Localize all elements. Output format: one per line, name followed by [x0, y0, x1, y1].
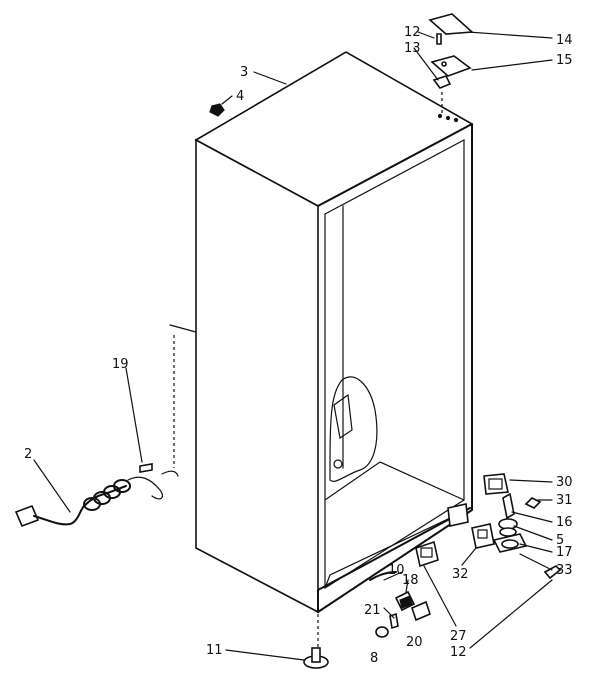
callout-3: 3	[240, 65, 248, 80]
base-rail	[317, 507, 471, 613]
callout-33: 33	[556, 563, 573, 578]
callout-19: 19	[112, 357, 129, 372]
callout-12: 12	[404, 25, 421, 40]
callout-12-bottom: 12	[450, 645, 467, 660]
callout-4: 4	[236, 89, 244, 104]
bottom-parts	[369, 540, 439, 638]
callout-32: 32	[452, 567, 469, 582]
callout-8: 8	[370, 651, 378, 666]
drain-hole	[333, 459, 343, 469]
callout-20: 20	[406, 635, 423, 650]
callout-labels: 12 13 14 15 3 4 19 2 30 31 16 5 17 33 32…	[24, 25, 573, 666]
liner-recess	[329, 376, 378, 482]
callout-15: 15	[556, 53, 573, 68]
cabinet-front-frame	[317, 123, 473, 613]
callout-31: 31	[556, 493, 573, 508]
hinge-part-15	[430, 55, 472, 77]
callout-10: 10	[388, 563, 405, 578]
cap-part-8	[375, 626, 389, 638]
plate-part-32	[471, 523, 495, 549]
hinge-pin-part-16	[502, 492, 515, 520]
callout-21: 21	[364, 603, 381, 618]
callout-13: 13	[404, 41, 421, 56]
screw-part-31	[524, 497, 542, 509]
leader-lines	[33, 31, 553, 661]
cord-clamp-part-19	[139, 463, 153, 473]
hinge-bracket-on-cabinet	[447, 503, 469, 527]
callout-30: 30	[556, 475, 573, 490]
tube-part-10	[369, 571, 397, 581]
callout-2: 2	[24, 447, 32, 462]
liner-floor	[324, 461, 465, 501]
cabinet-body	[194, 51, 474, 614]
plug-icon	[14, 504, 40, 528]
callout-5: 5	[556, 533, 564, 548]
power-cord-part-2	[14, 463, 179, 528]
callout-17: 17	[556, 545, 573, 560]
control-housing	[333, 393, 353, 440]
bracket-part-30	[483, 473, 509, 495]
callout-16: 16	[556, 515, 573, 530]
nut-part-4	[209, 103, 225, 117]
callout-27: 27	[450, 629, 467, 644]
callout-14: 14	[556, 33, 573, 48]
leveling-leg-part-11	[303, 614, 329, 669]
bottom-hinge-assembly	[447, 473, 562, 580]
screw-part-33	[543, 565, 562, 580]
separator-line	[169, 324, 197, 333]
clip-part-20	[411, 600, 431, 622]
screw-part-21	[389, 612, 399, 630]
hinge-cover-part-14	[428, 13, 474, 35]
hinge-screw-part-12	[436, 33, 442, 45]
cabinet-side	[195, 138, 319, 614]
callout-11: 11	[206, 643, 223, 658]
callout-18: 18	[402, 573, 419, 588]
